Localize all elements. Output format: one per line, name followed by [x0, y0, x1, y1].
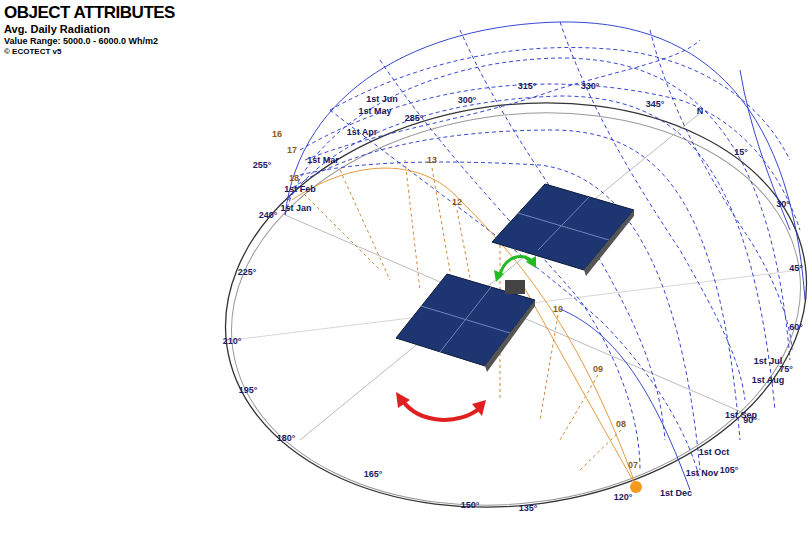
month-label: 1st Jun: [366, 95, 398, 104]
compass-label: 285°: [405, 114, 424, 123]
title: OBJECT ATTRIBUTES: [4, 4, 175, 21]
compass-label: 300°: [458, 96, 477, 105]
month-label: 1st Jan: [280, 204, 311, 213]
compass-label: N: [697, 107, 704, 116]
month-label: 1st Dec: [660, 489, 692, 498]
compass-label: 60°: [789, 323, 803, 332]
month-label: 1st Feb: [284, 185, 316, 194]
compass-label: 45°: [789, 264, 803, 273]
compass-label: 180°: [277, 434, 296, 443]
hour-label: 17: [287, 146, 297, 155]
hour-label: 12: [452, 198, 462, 207]
compass-label: 105°: [720, 466, 739, 475]
month-label: 1st Oct: [699, 448, 730, 457]
compass-label: 330°: [581, 82, 600, 91]
software-note: © ECOTECT v5: [4, 48, 61, 56]
hour-label: 08: [616, 420, 626, 429]
month-label: 1st Sep: [725, 411, 757, 420]
compass-label: 240°: [259, 211, 278, 220]
hour-label: 13: [427, 156, 437, 165]
value-range: Value Range: 5000.0 - 6000.0 Wh/m2: [4, 37, 158, 46]
compass-label: 165°: [364, 470, 383, 479]
hour-label: 07: [628, 461, 638, 470]
hour-label: 09: [593, 365, 603, 374]
month-label: 1st May: [358, 107, 391, 116]
compass-label: 150°: [461, 501, 480, 510]
compass-label: 225°: [238, 268, 257, 277]
compass-label: 15°: [734, 148, 748, 157]
compass-label: 30°: [776, 200, 790, 209]
compass-label: 315°: [518, 82, 537, 91]
compass-label: 135°: [519, 504, 538, 513]
month-label: 1st Jul: [754, 357, 783, 366]
hour-label: 18: [289, 174, 299, 183]
month-label: 1st Aug: [752, 376, 785, 385]
hour-label: 10: [553, 305, 563, 314]
compass-label: 210°: [223, 337, 242, 346]
compass-label: 75°: [779, 365, 793, 374]
month-label: 1st Mar: [307, 156, 339, 165]
compass-label: 255°: [253, 161, 272, 170]
month-label: 1st Apr: [347, 128, 378, 137]
compass-label: 120°: [614, 493, 633, 502]
month-label: 1st Nov: [686, 469, 719, 478]
subtitle: Avg. Daily Radiation: [4, 24, 110, 35]
hour-label: 16: [272, 130, 282, 139]
compass-label: 195°: [239, 386, 258, 395]
compass-label: 345°: [646, 100, 665, 109]
